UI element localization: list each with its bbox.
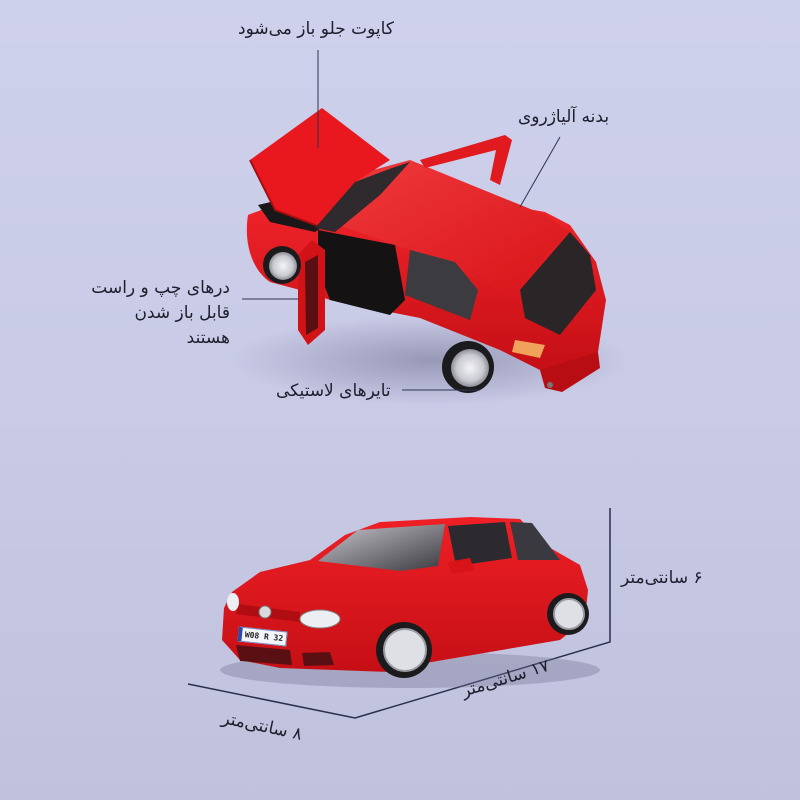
side-window-front bbox=[448, 522, 512, 566]
front-rim bbox=[269, 252, 297, 280]
windshield bbox=[318, 524, 445, 571]
side-window bbox=[405, 250, 478, 320]
side-mirror bbox=[447, 558, 474, 574]
open-hood bbox=[250, 108, 390, 226]
vw-logo bbox=[258, 605, 272, 619]
callout-doors: درهای چپ و راست قابل باز شدن هستند bbox=[91, 278, 230, 348]
windshield bbox=[315, 162, 410, 232]
car-roof bbox=[330, 160, 570, 290]
car-interior bbox=[318, 230, 405, 315]
body-leader-line bbox=[519, 136, 561, 208]
rear-window bbox=[520, 232, 596, 335]
headlight-left bbox=[227, 593, 239, 611]
callout-body: بدنه آلیاژروی bbox=[518, 107, 610, 127]
dimension-lines bbox=[187, 508, 611, 719]
tail-light bbox=[512, 340, 545, 358]
callout-hood: کاپوت جلو باز می‌شود bbox=[238, 19, 394, 39]
headlight-right bbox=[299, 609, 341, 629]
rear-rim bbox=[451, 349, 489, 387]
rear-rim bbox=[553, 598, 585, 630]
callout-tires: تایرهای لاستیکی bbox=[276, 381, 391, 401]
open-door-right bbox=[420, 135, 512, 185]
front-rim bbox=[383, 628, 427, 672]
height-dimension-label: ۶ سانتی‌متر bbox=[621, 568, 703, 588]
side-window-rear bbox=[510, 522, 560, 560]
